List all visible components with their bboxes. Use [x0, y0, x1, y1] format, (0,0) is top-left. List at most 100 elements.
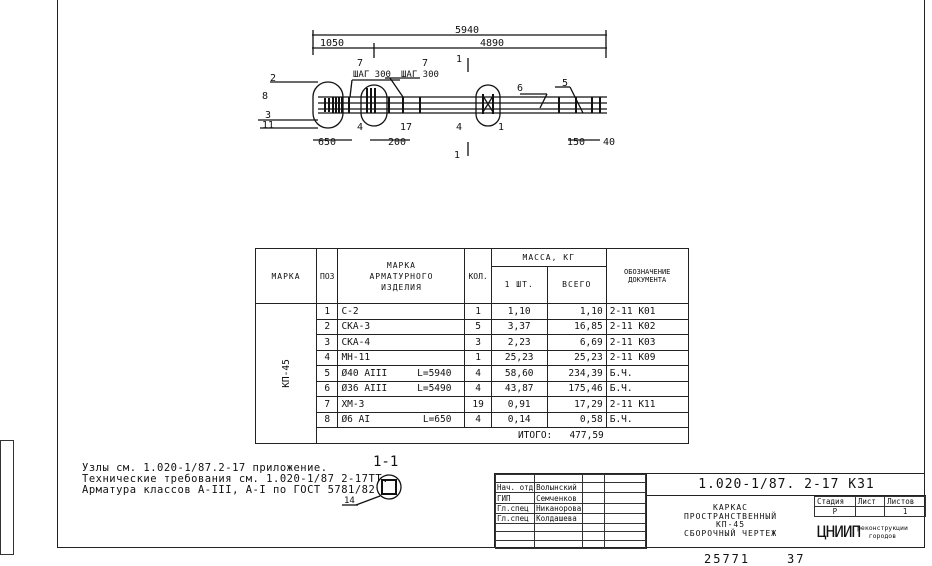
mass-total-cell: 175,46 [546, 380, 607, 397]
item-cell: С-2 [337, 303, 466, 320]
title-line: КАРКАС [713, 503, 748, 512]
archive-number: 25771 37 [704, 552, 805, 566]
signer-role: Гл.спец [494, 502, 536, 514]
header-mass-one: 1 ШТ. [490, 265, 548, 305]
note-3: Арматура классов А-III, А-I по ГОСТ 5781… [82, 484, 376, 496]
sheets-value: 1 [884, 506, 926, 517]
signer-role: Нач. отд [494, 482, 536, 494]
dim-right: 4890 [480, 38, 504, 49]
item-cell: МН-11 [337, 349, 466, 366]
header-doc-1: ОБОЗНАЧЕНИЕ [624, 268, 671, 276]
section-mark-bottom: 1 [454, 150, 460, 161]
mass-total-cell: 6,69 [546, 334, 607, 351]
doc-cell: Б.Ч. [605, 380, 689, 397]
dim-650: 650 [318, 137, 336, 148]
pos-cell: 8 [315, 411, 339, 428]
signer-name: Волынский [534, 482, 584, 494]
mass-one-cell: 1,10 [490, 303, 548, 320]
note-2: Технические требования см. 1.020-1/87 2-… [82, 473, 389, 485]
pos-cell: 2 [315, 318, 339, 335]
qty-cell: 1 [464, 303, 492, 320]
total-value: 477,59 [569, 429, 604, 441]
mass-one-cell: 0,91 [490, 396, 548, 413]
mass-one-cell: 3,37 [490, 318, 548, 335]
signer-name: Семченков [534, 492, 584, 504]
qty-cell: 1 [464, 349, 492, 366]
callout-3: 3 [265, 110, 271, 121]
callout-7b: 7 [422, 58, 428, 69]
doc-cell: 2-11 К01 [605, 303, 689, 320]
header-item-2: АРМАТУРНОГО [369, 271, 434, 281]
archive-no: 25771 [704, 552, 751, 566]
mass-total-cell: 1,10 [546, 303, 607, 320]
mass-total-cell: 16,85 [546, 318, 607, 335]
callout-1: 1 [498, 122, 504, 133]
stage-value: Р [814, 506, 856, 517]
node-circle-left [312, 81, 344, 129]
pos-cell: 6 [315, 380, 339, 397]
mass-one-cell: 0,14 [490, 411, 548, 428]
mass-one-cell: 25,23 [490, 349, 548, 366]
section-mark-top: 1 [456, 54, 462, 65]
header-pos: ПОЗ [315, 248, 339, 304]
callout-4a: 4 [357, 122, 363, 133]
drawing-code: 1.020-1/87. 2-17 К31 [646, 474, 926, 496]
doc-cell: Б.Ч. [605, 365, 689, 382]
total-label: ИТОГО: [517, 429, 553, 441]
pos-cell: 5 [315, 365, 339, 382]
total-row: ИТОГО: 477,59 [316, 427, 689, 444]
item-cell: СКА-4 [337, 334, 466, 351]
callout-11: 11 [262, 120, 274, 131]
mass-total-cell: 0,58 [546, 411, 607, 428]
title-line: ПРОСТРАНСТВЕННЫЙ [683, 511, 778, 521]
section-circle [376, 474, 402, 500]
sheet-label: Лист [854, 496, 886, 507]
dim-150: 150 [567, 137, 585, 148]
dim-left: 1050 [320, 38, 344, 49]
section-title: 1-1 [373, 454, 398, 470]
drawing-frame [57, 0, 925, 548]
doc-cell: 2-11 К09 [605, 349, 689, 366]
qty-cell: 19 [464, 396, 492, 413]
pitch-label-1: ШАГ 300 [353, 70, 391, 80]
pos-cell: 1 [315, 303, 339, 320]
mark-cell: КП-45 [255, 303, 317, 444]
dim-40: 40 [603, 137, 615, 148]
pos-cell: 4 [315, 349, 339, 366]
header-item-1: МАРКА [386, 260, 416, 270]
mass-one-cell: 43,87 [490, 380, 548, 397]
callout-6: 6 [517, 83, 523, 94]
header-mark: МАРКА [255, 248, 317, 304]
organization-logo: ЦНИИП [817, 522, 861, 541]
node-circle-right [475, 84, 501, 127]
mass-one-cell: 2,23 [490, 334, 548, 351]
title-line: КП-45 [715, 520, 746, 529]
mass-one-cell: 58,60 [490, 365, 548, 382]
sheets-label: Листов [884, 496, 926, 507]
qty-cell: 4 [464, 365, 492, 382]
doc-cell: 2-11 К11 [605, 396, 689, 413]
item-cell: СКА-3 [337, 318, 466, 335]
mass-total-cell: 234,39 [546, 365, 607, 382]
signer-role: ГИП [494, 492, 536, 504]
dim-total: 5940 [455, 25, 479, 36]
header-mass-total: ВСЕГО [546, 265, 607, 305]
header-mass: МАССА, КГ [490, 248, 607, 267]
note-1: Узлы см. 1.020-1/87.2-17 приложение. [82, 462, 328, 474]
pos-cell: 3 [315, 334, 339, 351]
signer-name: Никанорова [534, 502, 584, 514]
header-item-3: ИЗДЕЛИЯ [381, 282, 422, 292]
sheet-value [854, 506, 886, 517]
